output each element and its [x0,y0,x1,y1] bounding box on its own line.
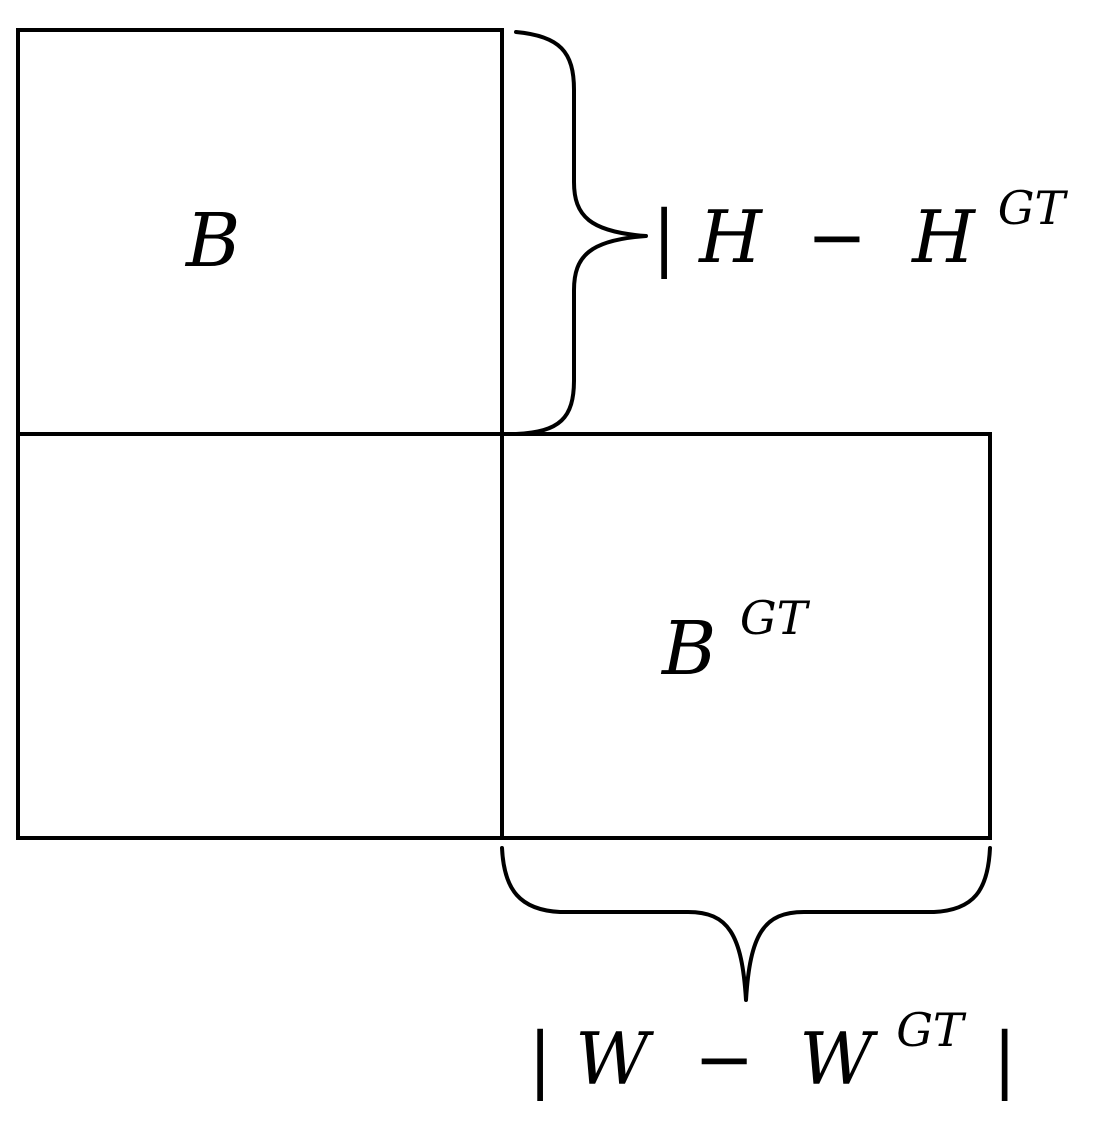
box-bgt-superscript: GT [740,591,811,645]
width-brace [500,846,992,1002]
width-diff-minus: − [694,1017,754,1101]
width-diff-close-bar: | [993,1017,1017,1101]
height-diff-label: | H − H GT | [652,157,1098,279]
height-diff-superscript: GT [998,181,1069,235]
height-diff-var1: H [697,195,763,279]
width-diff-var2: W [799,1017,878,1101]
height-brace [514,30,648,436]
width-diff-open-bar: | [528,1017,552,1101]
height-diff-minus: − [807,195,867,279]
width-diff-superscript: GT [896,1003,967,1057]
box-bgt-label: B GT [660,591,811,692]
width-diff-var1: W [575,1017,654,1101]
height-diff-close-bar: | [1094,195,1098,279]
box-bgt [500,432,992,840]
empty-box-bottom-left [16,432,504,840]
width-diff-label: | W − W GT | [528,979,1017,1101]
box-b [16,28,504,436]
height-diff-open-bar: | [652,195,676,279]
height-diff-var2: H [910,195,976,279]
box-bgt-base: B [660,606,716,692]
box-b-label: B [184,198,240,284]
